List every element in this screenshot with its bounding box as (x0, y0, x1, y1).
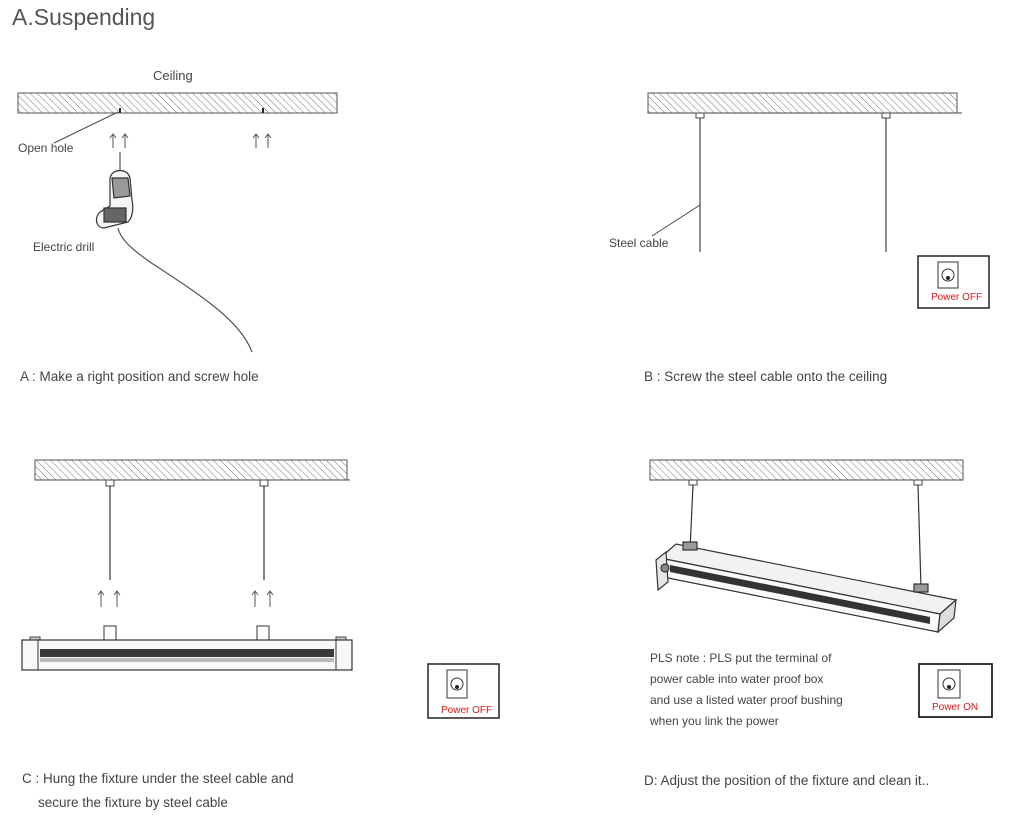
panel-a-illustration (17, 92, 338, 353)
angled-fixture (655, 541, 958, 634)
ceiling-slab (34, 459, 348, 481)
power-switch-off-icon (917, 255, 990, 309)
caption-c-line1: C : Hung the fixture under the steel cab… (22, 771, 294, 786)
electric-drill-label: Electric drill (33, 240, 95, 254)
power-off-label: Power OFF (931, 292, 983, 303)
panel-d-illustration (649, 459, 993, 718)
caption-d: D: Adjust the position of the fixture an… (644, 773, 930, 788)
pls-note-line: PLS note : PLS put the terminal of (650, 651, 832, 665)
page-title: A.Suspending (12, 4, 156, 30)
ceiling-slab (647, 92, 958, 114)
panel-b-illustration (647, 92, 990, 309)
ceiling-slab (649, 459, 964, 481)
pls-note-line: and use a listed water proof bushing (650, 693, 843, 707)
caption-c-line2: secure the fixture by steel cable (38, 795, 228, 810)
caption-b: B : Screw the steel cable onto the ceili… (644, 369, 888, 384)
pls-note-line: power cable into water proof box (650, 672, 824, 686)
up-arrows-icon (109, 133, 272, 148)
steel-cable-label: Steel cable (609, 236, 669, 250)
power-on-label: Power ON (932, 702, 979, 713)
up-arrows-icon (97, 590, 274, 607)
caption-a: A : Make a right position and screw hole (20, 369, 259, 384)
linear-fixture (21, 625, 353, 671)
electric-drill-icon (95, 152, 253, 353)
ceiling-slab (17, 92, 338, 114)
steel-cable-leader (651, 204, 701, 237)
panel-c-illustration (21, 459, 500, 719)
ceiling-label: Ceiling (153, 68, 193, 83)
pls-note: PLS note : PLS put the terminal of power… (650, 648, 843, 732)
open-hole-leader (53, 111, 119, 144)
open-hole-label: Open hole (18, 141, 74, 155)
power-switch-on-icon (918, 663, 993, 718)
power-off-label: Power OFF (441, 705, 493, 716)
power-switch-off-icon (427, 663, 500, 719)
pls-note-line: when you link the power (650, 714, 779, 728)
